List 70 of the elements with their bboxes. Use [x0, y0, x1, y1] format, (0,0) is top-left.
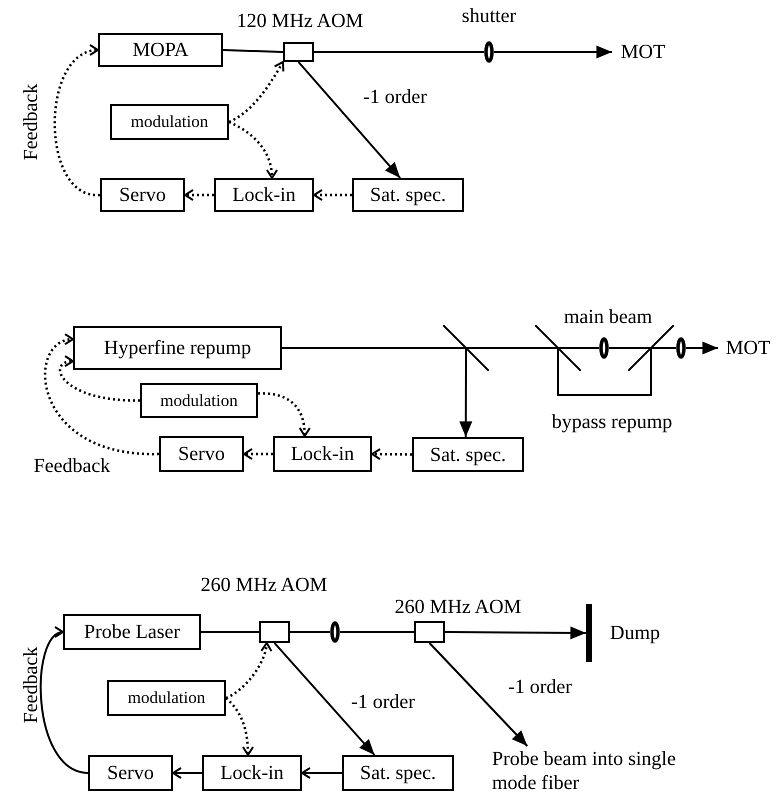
component-label: Dump	[610, 621, 660, 646]
component-label: 260 MHz AOM	[200, 573, 328, 598]
arrow	[228, 120, 278, 179]
arrow	[58, 356, 140, 402]
arrow	[494, 46, 612, 58]
component-label: shutter	[462, 4, 516, 29]
beam-label: main beam	[564, 305, 652, 329]
laser-box: Hyperfine repump	[73, 326, 282, 370]
mirror-symbol	[628, 325, 674, 371]
servo-box: Servo	[88, 755, 173, 791]
edge-label: Feedback	[19, 84, 43, 160]
shutter-symbol	[676, 337, 686, 359]
target-label: MOT	[718, 334, 778, 362]
arrow	[301, 767, 342, 779]
laser-box: MOPA	[98, 33, 223, 67]
beam-line	[466, 347, 558, 349]
beam-line	[222, 49, 284, 53]
arrow	[225, 642, 272, 700]
servo-box: Servo	[100, 178, 185, 212]
arrow	[243, 448, 273, 460]
beam-line	[651, 347, 676, 349]
modulation-box: modulation	[107, 680, 226, 716]
arrow	[40, 629, 88, 774]
beam-line	[557, 348, 652, 396]
arrow	[228, 61, 284, 124]
edge-label: Feedback	[34, 454, 110, 478]
spectroscopy-box: Sat. spec.	[412, 437, 524, 472]
beam-line	[340, 631, 414, 633]
shutter-symbol	[599, 337, 609, 359]
arrow	[258, 392, 310, 437]
edge-label: bypass repump	[552, 410, 672, 434]
spectroscopy-box: Sat. spec.	[342, 755, 454, 791]
arrow	[184, 189, 214, 201]
arrow	[459, 348, 472, 437]
laser-box: Probe Laser	[63, 614, 201, 650]
component-label: 120 MHz AOM	[236, 9, 364, 34]
mirror-symbol	[535, 325, 581, 371]
arrow	[445, 626, 586, 640]
edge-label: -1 order	[508, 675, 572, 699]
lock-in-box: Lock-in	[202, 755, 302, 791]
shutter-symbol	[330, 621, 340, 643]
edge-label: -1 order	[363, 85, 427, 109]
beam-line	[558, 347, 599, 349]
mirror-symbol	[443, 325, 489, 371]
arrow	[686, 342, 718, 354]
beam-line	[290, 631, 330, 633]
beam-line	[314, 51, 484, 53]
arrow	[44, 334, 160, 456]
arrow	[54, 46, 100, 196]
lock-in-box: Lock-in	[214, 178, 314, 212]
arrow	[274, 642, 376, 756]
edge-label: Feedback	[19, 646, 43, 724]
beam-line	[201, 631, 259, 633]
lock-in-box: Lock-in	[273, 436, 372, 472]
target-label: MOT	[612, 38, 674, 66]
arrow	[298, 61, 401, 179]
servo-box: Servo	[159, 436, 244, 472]
modulation-box: modulation	[110, 104, 229, 140]
edge-label: -1 order	[351, 690, 415, 714]
modulation-box: modulation	[140, 383, 258, 418]
output-label: Probe beam into single mode fiber	[492, 746, 688, 796]
beam-line	[609, 347, 651, 349]
arrow	[371, 448, 412, 460]
spectroscopy-box: Sat. spec.	[352, 178, 464, 212]
arrow	[225, 697, 254, 756]
arrow	[313, 189, 352, 201]
component-label: 260 MHz AOM	[394, 595, 522, 620]
arrow	[428, 642, 528, 747]
arrow	[172, 767, 202, 779]
beam-line	[282, 347, 466, 349]
